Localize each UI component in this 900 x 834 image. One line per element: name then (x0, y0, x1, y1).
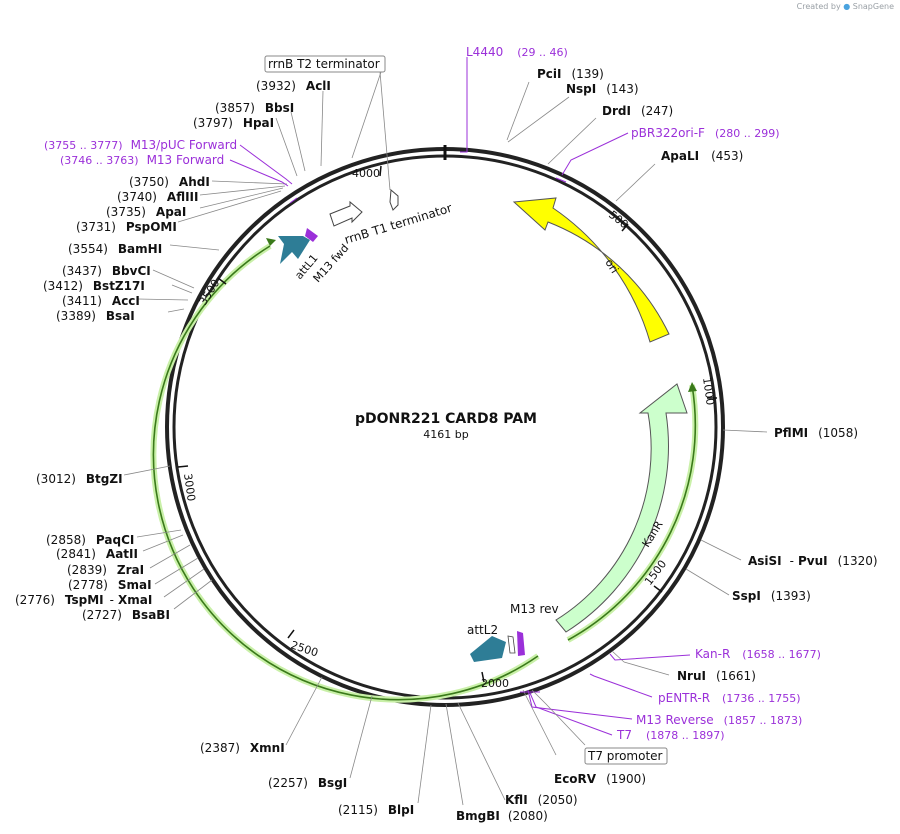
attl2-feature (470, 636, 506, 662)
sites-right: PciI(139) NspI(143) DrdI(247) ApaLI(453)… (456, 67, 878, 823)
svg-text:(2858)PaqCI: (2858)PaqCI (46, 533, 134, 547)
svg-text:BmgBI(2080): BmgBI(2080) (456, 809, 548, 823)
orf-arc (152, 245, 539, 701)
svg-text:ApaLI(453): ApaLI(453) (661, 149, 743, 163)
attl1-feature (278, 236, 310, 264)
svg-text:(2727)BsaBI: (2727)BsaBI (82, 608, 170, 622)
svg-text:(2257)BsgI: (2257)BsgI (268, 776, 347, 790)
primer-labels: L4440(29 .. 46) pBR322ori-F(280 .. 299) … (44, 45, 821, 742)
svg-text:(3857)BbsI: (3857)BbsI (215, 101, 294, 115)
svg-text:(3012)BtgZI: (3012)BtgZI (36, 472, 123, 486)
svg-text:(3735)ApaI: (3735)ApaI (106, 205, 186, 219)
attl2-label: attL2 (467, 623, 498, 637)
svg-text:(2776)TspMI-XmaI: (2776)TspMI-XmaI (15, 593, 152, 607)
svg-text:KflI(2050): KflI(2050) (505, 793, 578, 807)
ori-label: ori (602, 257, 621, 276)
svg-text:T7(1878 .. 1897): T7(1878 .. 1897) (616, 728, 725, 742)
tick-2500: 2500 (287, 629, 320, 660)
svg-text:T7 promoter: T7 promoter (587, 749, 663, 763)
svg-text:AsiSI-PvuI(1320): AsiSI-PvuI(1320) (748, 554, 878, 568)
svg-text:(3412)BstZ17I: (3412)BstZ17I (43, 279, 145, 293)
svg-text:pBR322ori-F(280 .. 299): pBR322ori-F(280 .. 299) (631, 126, 780, 140)
sites-left: (3932)AclI (3857)BbsI (3797)HpaI (3750)A… (15, 79, 414, 817)
credit-prefix: Created by (796, 2, 841, 11)
t7-promoter-arrow (507, 635, 516, 654)
svg-text:NruI(1661): NruI(1661) (677, 669, 756, 683)
tick-3000: 3000 (177, 465, 198, 503)
svg-text:PciI(139): PciI(139) (537, 67, 604, 81)
svg-text:2000: 2000 (481, 677, 509, 690)
m13-rev-label: M13 rev (510, 602, 559, 616)
tick-4000: 4000 (352, 165, 382, 180)
rrnb-t1-arrow (329, 200, 363, 227)
svg-text:rrnB T2 terminator: rrnB T2 terminator (268, 57, 380, 71)
rrnb-t2-arrow (389, 188, 399, 211)
credit-brand: SnapGene (852, 2, 894, 11)
svg-text:M13 Reverse(1857 .. 1873): M13 Reverse(1857 .. 1873) (636, 713, 802, 727)
svg-text:(3746 .. 3763)M13 Forward: (3746 .. 3763)M13 Forward (60, 153, 224, 167)
svg-text:(2841)AatII: (2841)AatII (56, 547, 138, 561)
svg-text:L4440(29 .. 46): L4440(29 .. 46) (466, 45, 568, 59)
svg-text:pENTR-R(1736 .. 1755): pENTR-R(1736 .. 1755) (658, 691, 801, 705)
svg-text:PflMI(1058): PflMI(1058) (774, 426, 858, 440)
svg-text:3000: 3000 (181, 473, 198, 503)
svg-text:SspI(1393): SspI(1393) (732, 589, 811, 603)
box-leaders (379, 71, 586, 746)
plasmid-size: 4161 bp (423, 428, 468, 441)
svg-text:4000: 4000 (352, 167, 380, 180)
rrnb-t2-box: rrnB T2 terminator (264, 55, 386, 73)
svg-text:(2387)XmnI: (2387)XmnI (200, 741, 285, 755)
orf2-arc (567, 384, 697, 641)
snapgene-logo-icon: ● (843, 2, 851, 11)
kanr-feature (555, 383, 688, 633)
svg-text:(2115)BlpI: (2115)BlpI (338, 803, 414, 817)
svg-text:(3411)AccI: (3411)AccI (62, 294, 140, 308)
backbone-outer (165, 147, 725, 707)
orf2-arrowhead (688, 382, 697, 392)
m13-rev-feature (517, 631, 525, 656)
svg-text:(3740)AflIII: (3740)AflIII (117, 190, 198, 204)
svg-text:(3932)AclI: (3932)AclI (256, 79, 331, 93)
snapgene-credit: Created by ● SnapGene (797, 2, 894, 11)
svg-text:(3389)BsaI: (3389)BsaI (56, 309, 135, 323)
leader-lines (123, 71, 768, 806)
svg-text:(3437)BbvCI: (3437)BbvCI (62, 264, 151, 278)
t7-promoter-box: T7 promoter (584, 747, 668, 765)
svg-text:2500: 2500 (289, 638, 320, 659)
tick-2000: 2000 (481, 671, 509, 690)
svg-text:Kan-R(1658 .. 1677): Kan-R(1658 .. 1677) (695, 647, 821, 661)
svg-text:(3755 .. 3777)M13/pUC Forward: (3755 .. 3777)M13/pUC Forward (44, 138, 237, 152)
svg-text:DrdI(247): DrdI(247) (602, 104, 673, 118)
svg-text:NspI(143): NspI(143) (566, 82, 639, 96)
svg-text:1000: 1000 (700, 377, 717, 407)
backbone-inner (172, 154, 718, 700)
tick-3500: 3500 (197, 277, 227, 308)
svg-text:EcoRV(1900): EcoRV(1900) (554, 772, 646, 786)
svg-text:(3554)BamHI: (3554)BamHI (68, 242, 162, 256)
plasmid-name: pDONR221 CARD8 PAM (355, 411, 537, 427)
m13-fwd-feature (305, 228, 318, 242)
rrnb-t1-label: rrnB T1 terminator (343, 201, 454, 247)
orf-arc-arrowhead (266, 238, 276, 246)
svg-text:(3731)PspOMI: (3731)PspOMI (76, 220, 177, 234)
tick-1000: 1000 (700, 377, 717, 407)
svg-text:(2778)SmaI: (2778)SmaI (68, 578, 152, 592)
primer-leaders (229, 57, 691, 736)
svg-text:(3797)HpaI: (3797)HpaI (193, 116, 274, 130)
svg-text:(3750)AhdI: (3750)AhdI (129, 175, 210, 189)
ori-feature (512, 197, 670, 343)
svg-text:(2839)ZraI: (2839)ZraI (67, 563, 144, 577)
